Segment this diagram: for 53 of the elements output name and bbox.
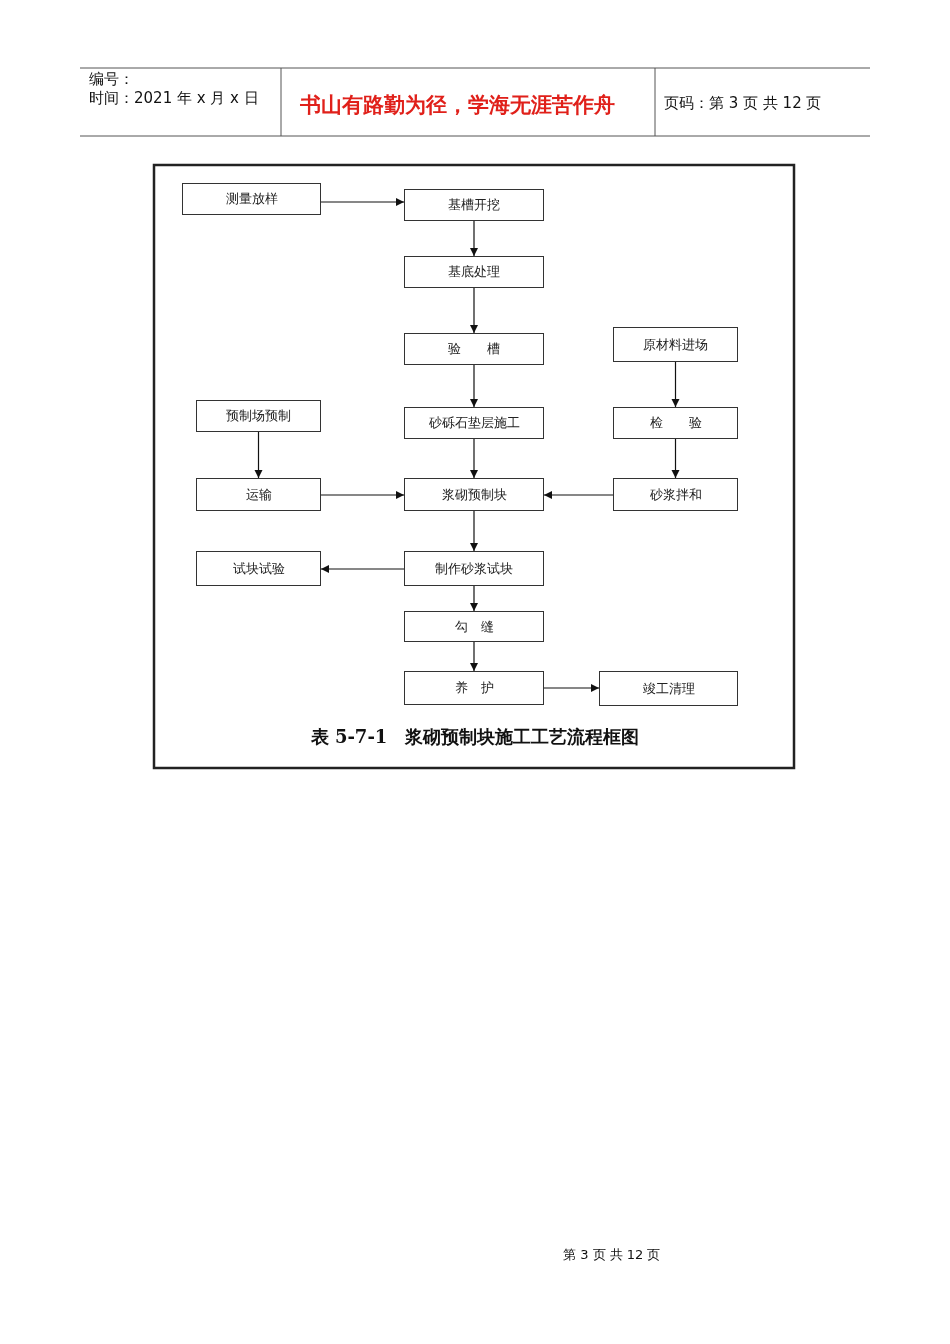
- step-label: 试块试验: [232, 559, 285, 578]
- step-label: 验 槽: [448, 340, 500, 358]
- process-box: [613, 327, 738, 362]
- arrow: [469, 510, 479, 552]
- step-label: 浆砌预制块: [441, 485, 507, 504]
- arrow: [320, 564, 405, 574]
- arrow: [469, 364, 479, 408]
- process-box: [613, 407, 738, 439]
- page-footer: 第 3 页 共 12 页: [563, 1246, 661, 1264]
- step-label: 竣工清理: [642, 679, 695, 698]
- arrow: [469, 220, 479, 257]
- step-label: 运输: [245, 485, 272, 504]
- step-label: 养 护: [454, 679, 494, 697]
- arrow: [254, 431, 263, 479]
- process-box: [404, 551, 544, 586]
- process-box: [404, 333, 544, 365]
- process-box: [404, 611, 544, 642]
- arrow: [671, 361, 680, 408]
- step-label: 测量放样: [225, 190, 278, 208]
- arrow: [320, 197, 405, 207]
- arrow: [543, 683, 600, 693]
- step-label: 预制场预制: [226, 407, 291, 425]
- arrow: [469, 438, 479, 479]
- arrow: [543, 490, 614, 500]
- process-box: [182, 183, 321, 215]
- step-label: 勾 缝: [454, 617, 494, 636]
- process-box: [404, 671, 544, 705]
- arrow: [671, 438, 680, 479]
- arrow: [469, 641, 479, 672]
- header-motto: 书山有路勤为径，学海无涯苦作舟: [300, 92, 615, 119]
- step-label: 制作砂浆试块: [435, 559, 513, 578]
- step-label: 砂浆拌和: [649, 485, 702, 504]
- arrow: [469, 287, 479, 334]
- header-field: 时间：2021 年 x 月 x 日: [89, 89, 259, 108]
- page-number: 页码：第 3 页 共 12 页: [664, 94, 822, 113]
- process-box: [404, 407, 544, 439]
- figure-caption: 表 5-7-1 浆砌预制块施工工艺流程框图: [309, 725, 641, 749]
- step-label: 基底处理: [448, 263, 500, 281]
- process-box: [196, 400, 321, 432]
- step-label: 基槽开挖: [448, 196, 500, 214]
- step-label: 砂砾石垫层施工: [428, 414, 520, 432]
- process-box: [404, 256, 544, 288]
- process-box: [613, 478, 738, 511]
- step-label: 检 验: [649, 414, 702, 432]
- header-field: 编号：: [89, 70, 134, 89]
- process-box: [599, 671, 738, 706]
- arrow: [469, 585, 479, 612]
- process-box: [404, 478, 544, 511]
- process-box: [196, 551, 321, 586]
- step-label: 原材料进场: [643, 335, 708, 354]
- process-box: [196, 478, 321, 511]
- arrow: [320, 490, 405, 500]
- process-box: [404, 189, 544, 221]
